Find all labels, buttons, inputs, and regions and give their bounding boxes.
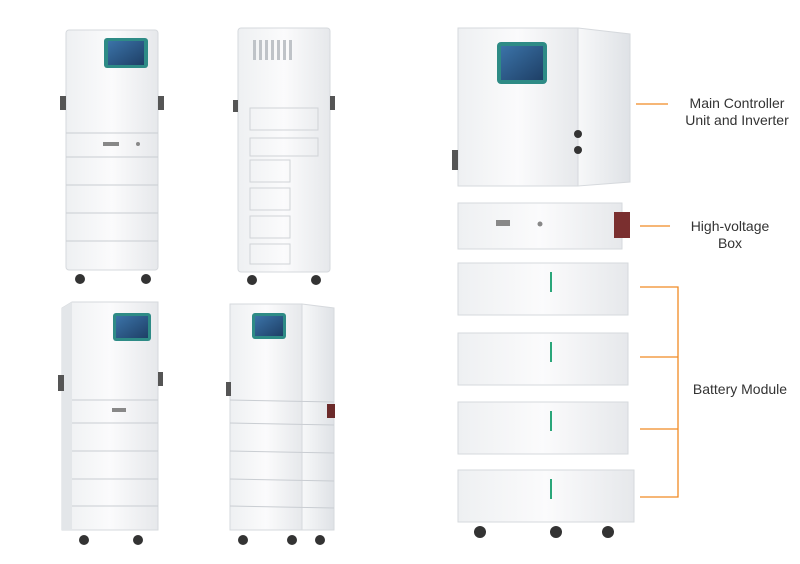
unit-perspective-left bbox=[58, 301, 163, 545]
high-voltage-box bbox=[457, 202, 630, 250]
label-high-voltage-box: High-voltage Box bbox=[690, 218, 770, 251]
unit-rear-view bbox=[233, 27, 335, 285]
label-main-controller: Main Controller Unit and Inverter bbox=[685, 95, 789, 128]
label-battery-module: Battery Module bbox=[692, 381, 788, 397]
unit-perspective-right bbox=[226, 303, 335, 545]
battery-module-stack bbox=[457, 262, 635, 538]
unit-front-view bbox=[60, 29, 164, 284]
callout-lines bbox=[636, 103, 679, 498]
controller-inverter-module bbox=[452, 27, 631, 187]
